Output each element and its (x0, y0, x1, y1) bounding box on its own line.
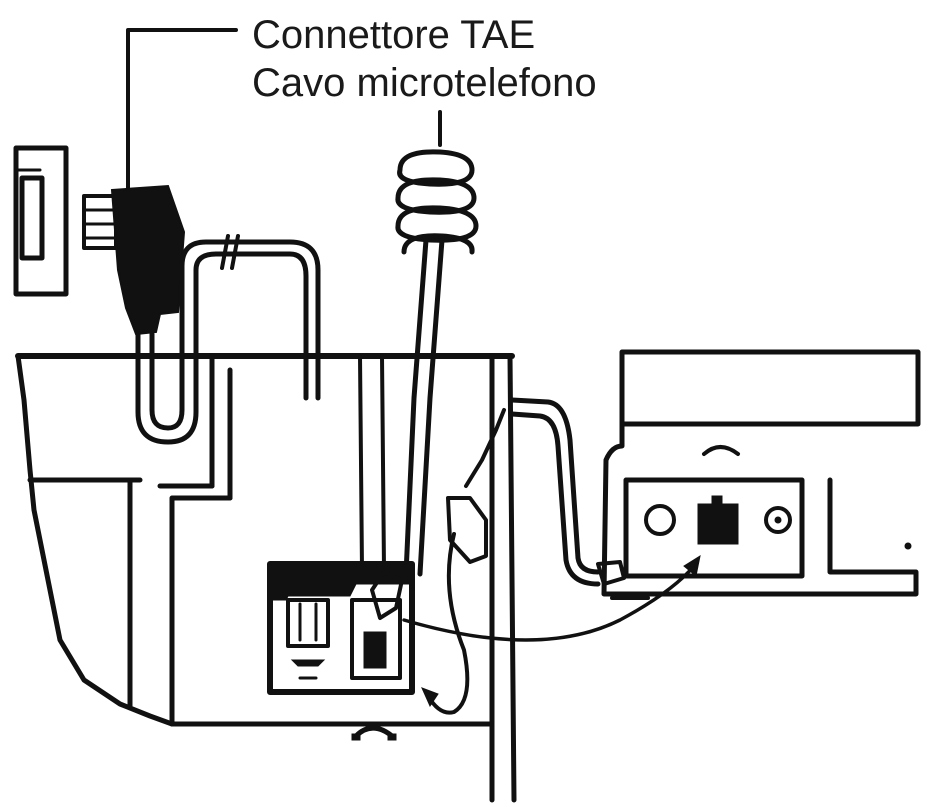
jack-compartment (270, 564, 412, 692)
cable-clip (448, 410, 504, 562)
label-handset-cable: Cavo microtelefono (252, 61, 597, 105)
phone-base (18, 356, 514, 800)
handset-icon (352, 728, 396, 740)
tae-connector-plug (84, 186, 184, 334)
coiled-handset-cable (398, 152, 476, 574)
handset (598, 352, 918, 598)
label-tae-connector: Connettore TAE (252, 13, 535, 57)
wall-socket (16, 148, 66, 294)
cable-to-handset (512, 400, 598, 584)
routing-arrow-left (422, 534, 467, 713)
tae-leader-line (128, 30, 236, 190)
